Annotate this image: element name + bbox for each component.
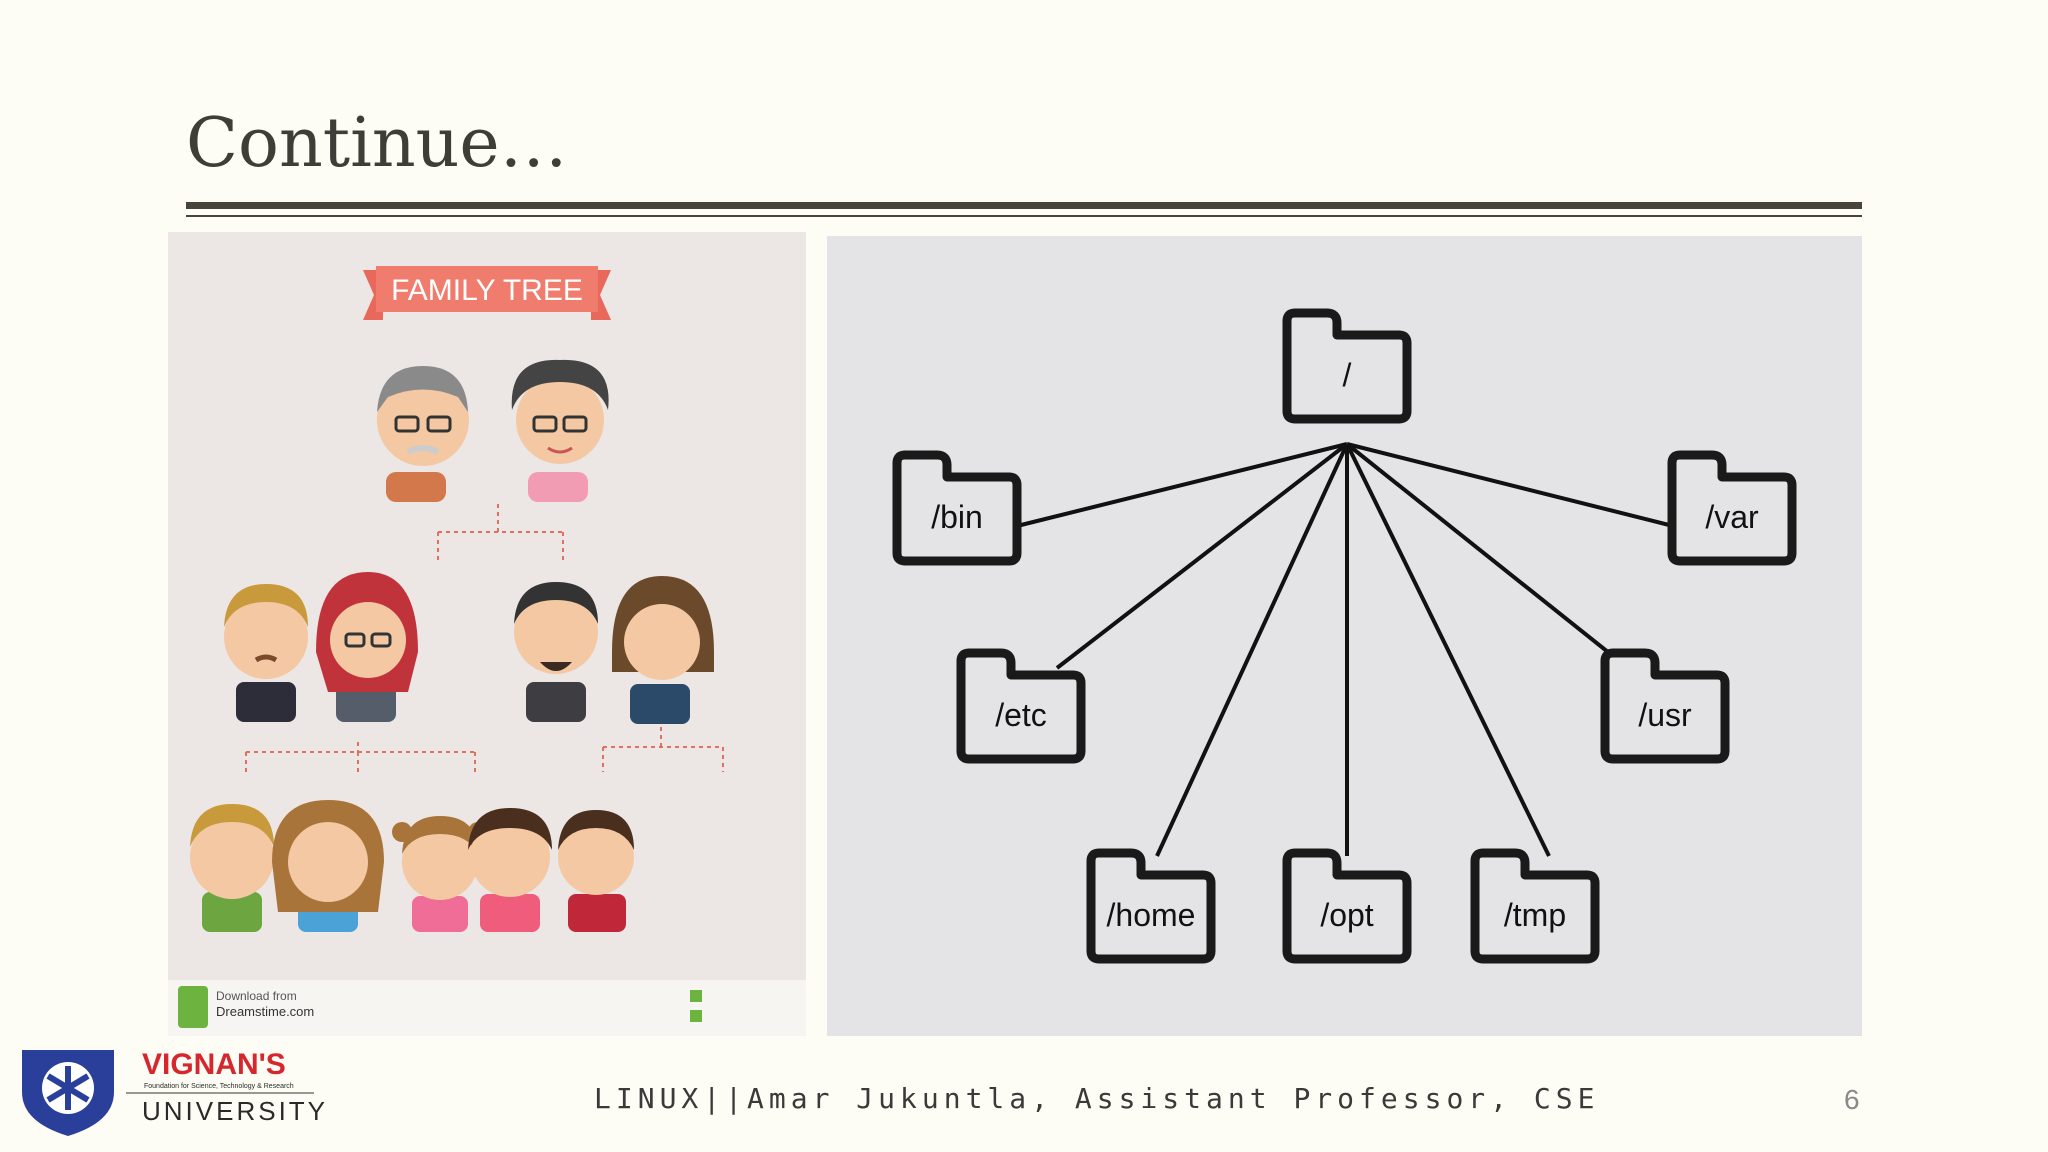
folder-tmp: /tmp bbox=[1470, 848, 1600, 964]
tree-edge-etc bbox=[1055, 442, 1349, 670]
folder-label: /etc bbox=[995, 697, 1047, 733]
child-figure-3 bbox=[392, 816, 488, 932]
footer-text: LINUX||Amar Jukuntla, Assistant Professo… bbox=[594, 1082, 1600, 1115]
tree-edge-tmp bbox=[1345, 443, 1551, 857]
folder-var: /var bbox=[1667, 450, 1797, 566]
folder-label: /opt bbox=[1320, 897, 1373, 933]
banner-text: FAMILY TREE bbox=[391, 274, 583, 307]
folder-bin: /bin bbox=[892, 450, 1022, 566]
folder-label: /home bbox=[1107, 897, 1196, 933]
logo-brand: VIGNAN'S bbox=[142, 1048, 286, 1081]
folder-label: /bin bbox=[931, 499, 983, 535]
folder-root: / bbox=[1282, 308, 1412, 424]
folder-usr: /usr bbox=[1600, 648, 1730, 764]
logo-tagline: Foundation for Science, Technology & Res… bbox=[144, 1083, 294, 1090]
grandmother-figure bbox=[511, 359, 609, 502]
folder-icon bbox=[1282, 308, 1412, 424]
svg-text:Dreamstime.com: Dreamstime.com bbox=[216, 1004, 314, 1019]
folder-icon bbox=[1667, 450, 1797, 566]
mother-figure-1 bbox=[316, 572, 418, 722]
folder-icon bbox=[1600, 648, 1730, 764]
folder-icon bbox=[1282, 848, 1412, 964]
folder-opt: /opt bbox=[1282, 848, 1412, 964]
tree-edge-usr bbox=[1345, 442, 1625, 666]
tree-edge-bin bbox=[1016, 442, 1348, 528]
father-figure-1 bbox=[224, 584, 308, 722]
folder-icon bbox=[892, 450, 1022, 566]
grandfather-figure bbox=[377, 366, 469, 502]
folder-label: /tmp bbox=[1504, 897, 1566, 933]
download-watermark-strip: Download from Dreamstime.com bbox=[168, 980, 806, 1036]
folder-etc: /etc bbox=[956, 648, 1086, 764]
folder-home: /home bbox=[1086, 848, 1216, 964]
folder-icon bbox=[1470, 848, 1600, 964]
banner-ribbon bbox=[376, 266, 598, 312]
family-tree-illustration: FAMILY TREE bbox=[190, 266, 724, 932]
filesystem-tree-diagram: / /bin/etc/home/opt/tmp/usr/var bbox=[827, 236, 1862, 1036]
folder-icon bbox=[1086, 848, 1216, 964]
university-logo: VIGNAN'S Foundation for Science, Technol… bbox=[18, 1040, 328, 1140]
title-rule-thin bbox=[186, 215, 1862, 217]
child-figure-4 bbox=[468, 808, 552, 932]
folder-label: /var bbox=[1705, 499, 1759, 535]
logo-type: UNIVERSITY bbox=[142, 1096, 328, 1126]
title-rule-thick bbox=[186, 202, 1862, 209]
child-figure-1 bbox=[190, 804, 274, 932]
family-tree-image: FAMILY TREE bbox=[168, 232, 806, 1036]
folder-label: / bbox=[1343, 357, 1352, 393]
filesystem-tree-svg: / /bin/etc/home/opt/tmp/usr/var bbox=[892, 308, 1797, 964]
page-number: 6 bbox=[1844, 1084, 1860, 1115]
father-figure-2 bbox=[514, 582, 598, 722]
slide-title: Continue… bbox=[186, 104, 568, 183]
child-figure-2 bbox=[272, 800, 384, 932]
tree-edge-home bbox=[1155, 443, 1349, 857]
child-figure-5 bbox=[558, 810, 634, 932]
tree-edge-var bbox=[1346, 442, 1674, 528]
folder-label: /usr bbox=[1638, 697, 1692, 733]
folder-icon bbox=[956, 648, 1086, 764]
svg-text:Download from: Download from bbox=[216, 989, 297, 1003]
mother-figure-2 bbox=[612, 576, 714, 724]
